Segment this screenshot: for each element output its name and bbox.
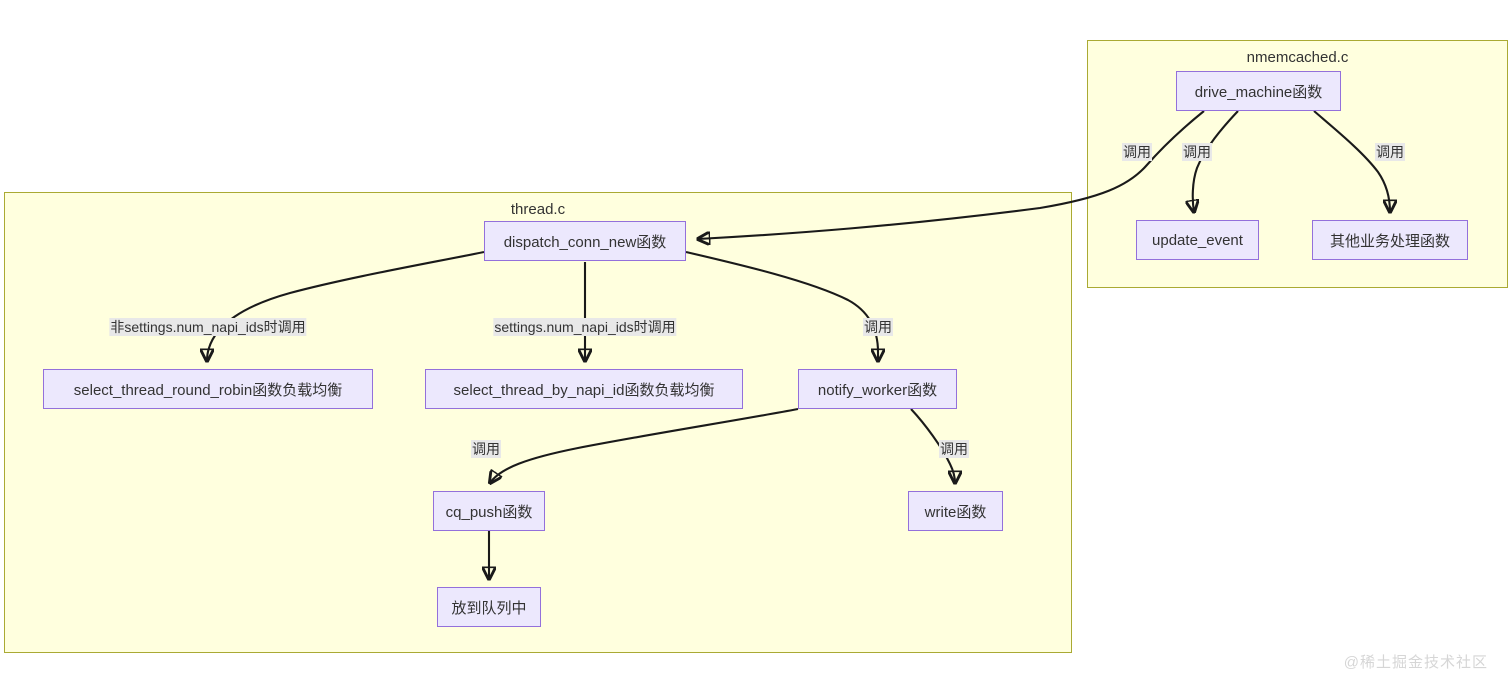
node-update-event[interactable]: update_event: [1136, 220, 1259, 260]
node-drive-machine[interactable]: drive_machine函数: [1176, 71, 1341, 111]
node-notify-worker[interactable]: notify_worker函数: [798, 369, 957, 409]
cluster-thread-c: thread.c: [4, 192, 1072, 653]
edge-label-drive-machine-to-other-biz: 调用: [1375, 143, 1405, 161]
node-cq-push[interactable]: cq_push函数: [433, 491, 545, 531]
edge-label-dispatch-to-notify-worker: 调用: [863, 318, 893, 336]
cluster-nmemcached-c-title: nmemcached.c: [1246, 49, 1349, 66]
edge-label-drive-machine-to-dispatch: 调用: [1122, 143, 1152, 161]
edge-label-napi-ids: settings.num_napi_ids时调用: [493, 318, 677, 336]
node-put-into-queue[interactable]: 放到队列中: [437, 587, 541, 627]
edge-label-drive-machine-to-update-event: 调用: [1182, 143, 1212, 161]
edge-label-notify-worker-to-cq-push: 调用: [471, 440, 501, 458]
node-select-thread-round-robin[interactable]: select_thread_round_robin函数负载均衡: [43, 369, 373, 409]
node-other-business-handler[interactable]: 其他业务处理函数: [1312, 220, 1468, 260]
watermark: @稀土掘金技术社区: [1343, 654, 1488, 671]
node-select-thread-by-napi-id[interactable]: select_thread_by_napi_id函数负载均衡: [425, 369, 743, 409]
cluster-thread-c-title: thread.c: [510, 201, 566, 218]
node-dispatch-conn-new[interactable]: dispatch_conn_new函数: [484, 221, 686, 261]
edge-label-notify-worker-to-write: 调用: [939, 440, 969, 458]
edge-label-non-napi-ids: 非settings.num_napi_ids时调用: [109, 318, 307, 336]
node-write[interactable]: write函数: [908, 491, 1003, 531]
